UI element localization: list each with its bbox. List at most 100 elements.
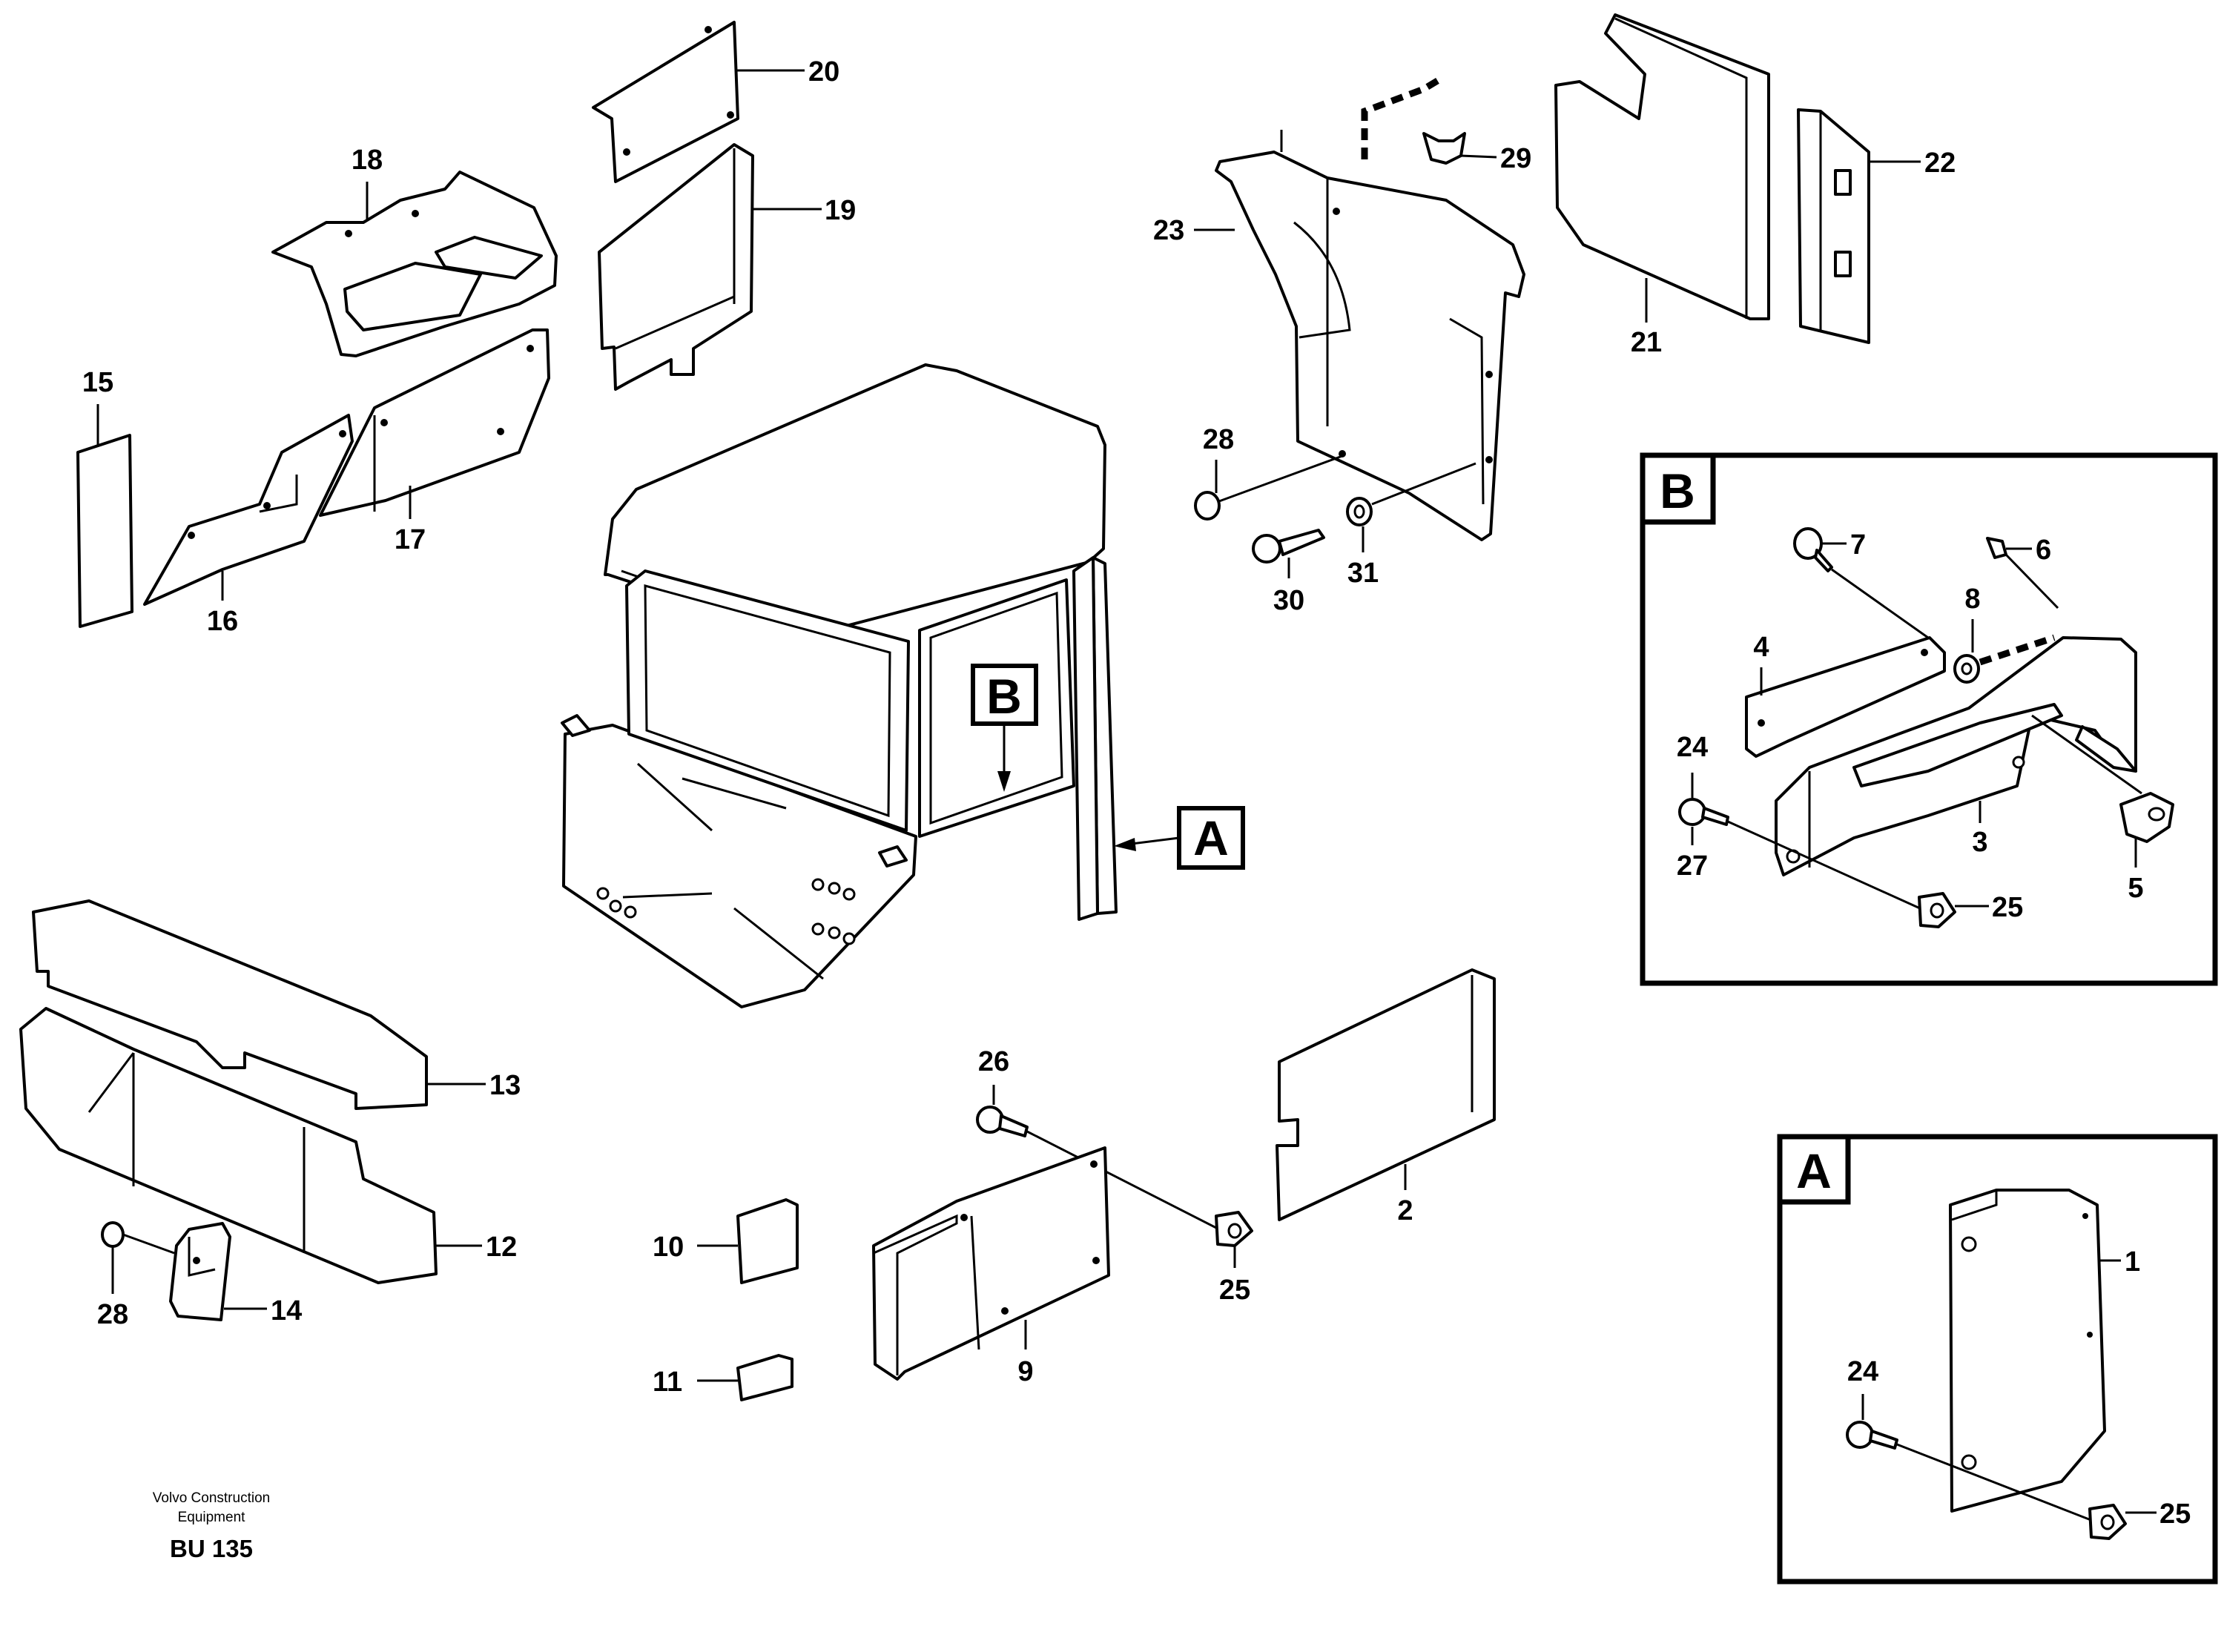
callout-11: 11 [653, 1367, 682, 1398]
lower-trim [143, 414, 354, 606]
callout-7: 7 [1850, 529, 1866, 561]
screw-line [1727, 820, 1929, 913]
leader-28-dash [1218, 455, 1343, 503]
fastener-dot [1333, 208, 1340, 215]
part-24-screw-a [1846, 1421, 2107, 1527]
cover-plate [1745, 636, 1946, 758]
part-16-lower-trim [143, 414, 354, 606]
part-21-insulation-panel [1554, 13, 1770, 320]
rear-panel-body [1215, 151, 1525, 541]
part-30-bolt [1252, 529, 1325, 564]
cover-1 [1949, 1189, 2106, 1513]
rod [2031, 714, 2142, 795]
part-15-foam-block [76, 434, 133, 628]
latch-hole [2148, 807, 2165, 822]
part-23-rear-panel [1215, 130, 1525, 541]
fastener-dot [193, 1257, 200, 1264]
fastener-dot [1090, 1160, 1098, 1168]
panel-2 [1276, 968, 1496, 1221]
callout-12: 12 [486, 1232, 517, 1263]
callout-22: 22 [1924, 148, 1956, 179]
part-10-foam-pad [736, 1198, 799, 1284]
cover-fold [1951, 1190, 1998, 1221]
cab-hole [842, 932, 856, 945]
callout-20: 20 [808, 56, 839, 87]
callout-6: 6 [2036, 535, 2051, 566]
callout-3: 3 [1972, 827, 1987, 858]
part-25-speed-nut-a [2088, 1504, 2127, 1540]
rivet-line [1831, 568, 1929, 639]
cover-hole [1961, 1454, 1977, 1470]
drawing-code: BU 135 [170, 1535, 253, 1562]
detail-b-frame [1640, 452, 2218, 986]
callout-24: 24 [1677, 732, 1708, 763]
callout-28: 28 [1203, 424, 1234, 455]
side-window-inner [929, 591, 1063, 825]
part-7-rivet [1793, 527, 1929, 639]
fastener-dot [1092, 1257, 1100, 1264]
detail-b-label-box [1640, 452, 1716, 525]
cover-hole [1961, 1236, 1977, 1252]
callout-9: 9 [1017, 1356, 1033, 1387]
bracket-channel [1852, 703, 2063, 787]
detail-tag-a-on-cab: A [1114, 806, 1245, 870]
callout-10: 10 [653, 1232, 684, 1263]
detail-a-panel: A 1 24 25 [1777, 1134, 2218, 1585]
cab-front-pillar [1072, 556, 1099, 921]
callout-24a: 24 [1847, 1356, 1878, 1387]
part-29-grommet [1422, 132, 1466, 165]
trim-panel [872, 1146, 1110, 1381]
dash-line-8 [1979, 634, 2056, 666]
callout-17: 17 [395, 524, 426, 555]
fastener-dot [380, 419, 388, 426]
fastener-dot [527, 345, 534, 352]
callout-19: 19 [825, 195, 856, 226]
rivet-6-line [2004, 553, 2059, 609]
fastener-dot [263, 502, 271, 509]
callout-25: 25 [1992, 892, 2023, 923]
cab-slot-1 [622, 892, 713, 899]
bolt-head [1252, 534, 1281, 564]
gasket-slot [1834, 169, 1852, 196]
part-1-cover [1949, 1189, 2106, 1513]
detail-a-frame [1777, 1134, 2218, 1585]
cab-latch [878, 845, 908, 868]
side-trim [319, 328, 550, 517]
part-31-washer [1346, 497, 1373, 526]
fastener-dot [497, 428, 504, 435]
caption-line-1: Volvo Construction [153, 1490, 270, 1506]
callout-30: 30 [1273, 585, 1304, 616]
console-opening [343, 262, 482, 331]
panel-lip [873, 1214, 958, 1375]
panel-edge [1614, 17, 1748, 319]
rear-window-inner [644, 584, 891, 818]
callout-8: 8 [1964, 584, 1980, 615]
panel-edge [615, 295, 735, 350]
callout-23: 23 [1153, 215, 1184, 246]
cab-hole [811, 922, 825, 936]
insulation-strip [32, 899, 428, 1110]
part-3-bracket [1775, 636, 2142, 876]
panel-curve [1293, 221, 1351, 339]
screw-shank [1869, 1430, 1898, 1450]
detail-a-label: A [1796, 1143, 1832, 1198]
part-2-panel [1276, 968, 1496, 1221]
fastener-dot [2087, 1332, 2093, 1338]
cab-assembly [561, 363, 1118, 1008]
screw-shank [1701, 807, 1729, 826]
fastener-dot [1921, 649, 1928, 656]
screw-line [1896, 1443, 2107, 1527]
nut-hole [1227, 1223, 1242, 1239]
callout-31: 31 [1347, 558, 1379, 589]
publisher-caption: Volvo Construction Equipment BU 135 [153, 1490, 270, 1562]
tag-b-box [971, 664, 1038, 726]
part-12-insulation-block [19, 1007, 438, 1284]
fastener-dot [1485, 456, 1493, 463]
cab-hole [828, 926, 841, 939]
insulation-panel-21 [1554, 13, 1770, 320]
part-8-washer [1953, 654, 1980, 684]
latch-body [2119, 792, 2174, 843]
part-19-insulation-panel [598, 143, 754, 391]
bracket-hole [2012, 756, 2025, 769]
